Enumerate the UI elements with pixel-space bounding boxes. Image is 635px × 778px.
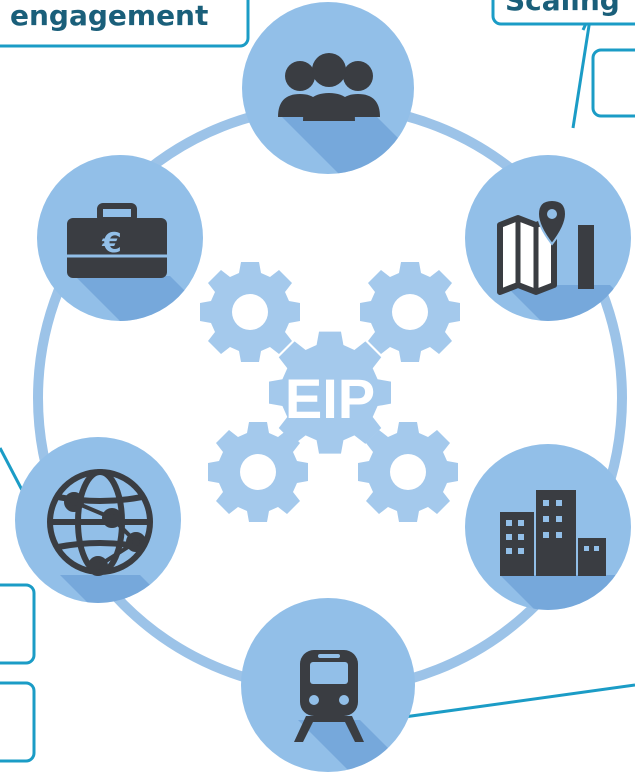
- svg-text:€: €: [101, 226, 121, 259]
- network-globe-icon: [47, 469, 153, 576]
- node-people: [242, 2, 414, 174]
- box-left-empty-1: [0, 583, 36, 665]
- node-train: [241, 598, 415, 772]
- callout-line-network: [0, 447, 24, 491]
- node-map: [465, 155, 631, 321]
- label-scaling-box: Scaling: [491, 0, 635, 26]
- box-left-empty-2: [0, 681, 36, 763]
- gear-bottom-left-icon: [208, 422, 308, 522]
- callout-line-train: [367, 683, 635, 724]
- gear-bottom-right-icon: [358, 422, 458, 522]
- label-engagement-box: engagement: [0, 0, 250, 48]
- euro-briefcase-icon: €: [67, 203, 167, 278]
- box-top-right-empty: [591, 48, 635, 118]
- people-icon: [278, 53, 380, 121]
- city-buildings-icon: [500, 490, 606, 576]
- train-icon: [294, 650, 364, 742]
- node-funding: €: [37, 155, 203, 321]
- label-engagement: engagement: [10, 0, 208, 32]
- node-network: [15, 437, 181, 603]
- node-city: [465, 444, 631, 610]
- gears-group: [200, 262, 460, 522]
- gear-top-left-icon: [200, 262, 300, 362]
- map-pin-ruler-icon: [497, 198, 594, 295]
- gear-top-right-icon: [360, 262, 460, 362]
- center-label: EIP: [285, 367, 375, 430]
- label-scaling: Scaling: [505, 0, 620, 17]
